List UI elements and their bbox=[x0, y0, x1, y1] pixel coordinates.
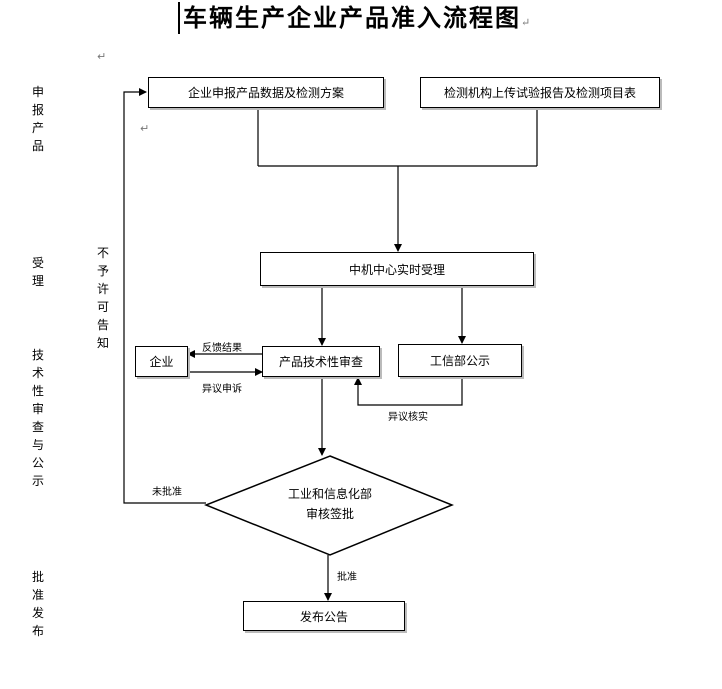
arrow-verify bbox=[354, 377, 463, 406]
arrow-not-approved-return bbox=[123, 88, 206, 504]
vertical-char: 批 bbox=[31, 570, 44, 584]
lab-upload-box: 检测机构上传试验报告及检测项目表 bbox=[420, 77, 660, 108]
objection-verify-label: 异议核实 bbox=[388, 412, 428, 423]
approval-diamond bbox=[203, 455, 454, 556]
stage-label-publish: 批准发布 bbox=[30, 568, 46, 640]
paragraph-mark: ↵ bbox=[140, 122, 150, 135]
vertical-char: 与 bbox=[31, 438, 44, 452]
vertical-char: 发 bbox=[31, 606, 44, 620]
vertical-char: 产 bbox=[31, 121, 44, 135]
page-title: 车辆生产企业产品准入流程图↵ bbox=[178, 2, 532, 34]
stage-label-accept: 受理 bbox=[30, 254, 46, 290]
vertical-char: 报 bbox=[31, 103, 44, 117]
approved-label: 批准 bbox=[337, 572, 357, 583]
vertical-char: 术 bbox=[31, 366, 44, 380]
not-approved-label: 未批准 bbox=[152, 487, 182, 498]
enterprise-box: 企业 bbox=[135, 346, 188, 377]
paragraph-mark: ↵ bbox=[97, 50, 107, 63]
vertical-char: 查 bbox=[31, 420, 44, 434]
stage-label-apply: 申报产品 bbox=[30, 83, 46, 155]
feedback-result-label: 反馈结果 bbox=[202, 343, 242, 354]
approval-diamond-text: 工业和信息化部 审核签批 bbox=[287, 487, 372, 521]
not-allowed-notice-label: 不予许可告知 bbox=[96, 244, 110, 352]
stage-label-review: 技术性审查与公示 bbox=[30, 346, 46, 490]
vertical-char: 性 bbox=[31, 384, 44, 398]
vertical-char: 告 bbox=[96, 318, 109, 332]
objection-appeal-label: 异议申诉 bbox=[202, 384, 242, 395]
vertical-char: 可 bbox=[96, 300, 109, 314]
tech-review-box: 产品技术性审查 bbox=[262, 346, 380, 377]
center-accept-box: 中机中心实时受理 bbox=[260, 252, 534, 286]
vertical-char: 知 bbox=[96, 336, 109, 350]
vertical-char: 审 bbox=[31, 402, 44, 416]
vertical-char: 公 bbox=[31, 456, 44, 470]
miit-publicity-box: 工信部公示 bbox=[398, 344, 522, 377]
vertical-char: 许 bbox=[96, 282, 109, 296]
vertical-char: 准 bbox=[31, 588, 44, 602]
vertical-char: 技 bbox=[31, 348, 44, 362]
publish-box: 发布公告 bbox=[243, 601, 405, 631]
vertical-char: 受 bbox=[31, 256, 44, 270]
vertical-char: 品 bbox=[31, 139, 44, 153]
vertical-char: 理 bbox=[31, 274, 44, 288]
vertical-char: 不 bbox=[96, 246, 109, 260]
vertical-char: 予 bbox=[96, 264, 109, 278]
company-submit-box: 企业申报产品数据及检测方案 bbox=[148, 77, 384, 108]
vertical-char: 布 bbox=[31, 624, 44, 638]
vertical-char: 申 bbox=[31, 85, 44, 99]
vertical-char: 示 bbox=[31, 474, 44, 488]
